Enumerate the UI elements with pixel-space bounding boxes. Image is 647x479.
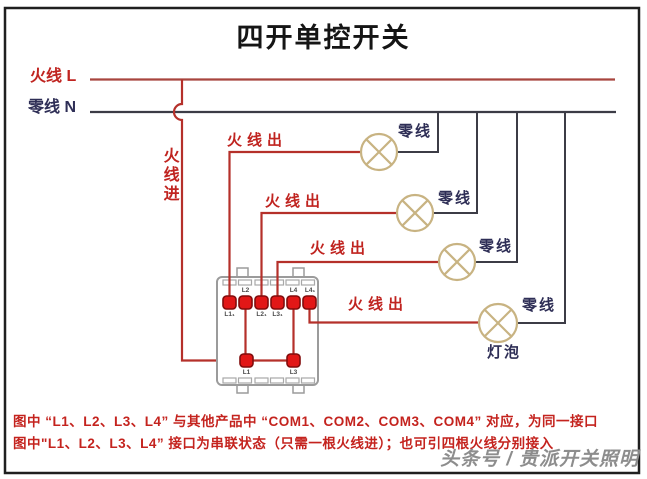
terminal-label-l3-1: L3₁ — [272, 310, 283, 318]
live-out-wire-2 — [260, 211, 397, 296]
neutral-bus-label: 零线 N — [28, 99, 77, 116]
lamp-2 — [395, 193, 435, 233]
live-bus-label: 火线 L — [30, 68, 77, 85]
lamp-cross-icon — [401, 199, 429, 227]
terminal-label-l1: L1 — [242, 368, 251, 376]
bulb-label: 灯泡 — [487, 344, 522, 361]
frame-border — [3, 6, 641, 475]
switch-box-body — [216, 276, 319, 386]
live-out-label-3: 火线出 — [310, 240, 371, 257]
neutral-wire-1 — [397, 112, 439, 153]
live-in-label: 火线进 — [160, 147, 178, 204]
terminal-label-l1-1: L1₁ — [224, 310, 235, 318]
live-out-wire-3 — [276, 260, 439, 296]
terminal-l4-1 — [302, 295, 317, 310]
terminal-l4 — [286, 295, 301, 310]
terminal-label-l2: L2 — [241, 287, 250, 294]
lamp-3 — [437, 242, 477, 282]
terminal-l2 — [238, 295, 253, 310]
live-in-wire — [172, 79, 241, 362]
terminal-l3-1 — [270, 295, 285, 310]
neutral-label-2: 零线 — [438, 190, 473, 207]
live-out-label-4: 火线出 — [348, 296, 409, 313]
lamp-cross-icon — [443, 248, 471, 276]
neutral-wire-4 — [517, 112, 566, 324]
neutral-wire-2 — [433, 112, 478, 214]
switch-bottom-slots — [222, 377, 316, 384]
lamp-1 — [359, 132, 399, 172]
terminal-l3 — [286, 353, 301, 368]
lamp-cross-icon — [365, 138, 393, 166]
terminal-l2-1 — [254, 295, 269, 310]
switch-box — [216, 267, 319, 394]
lamp-4 — [477, 302, 519, 344]
live-out-label-1: 火线出 — [227, 132, 288, 149]
watermark: 头条号 / 贵派开关照明 — [440, 449, 639, 470]
neutral-wire-3 — [475, 112, 518, 263]
neutral-label-1: 零线 — [398, 123, 433, 140]
live-out-wires — [228, 150, 479, 362]
neutral-label-3: 零线 — [479, 238, 514, 255]
lamp-cross-icon — [483, 308, 513, 338]
live-out-wire-1 — [228, 150, 361, 296]
page-title: 四开单控开关 — [236, 23, 411, 53]
footnote-line-2: 图中"L1、L2、L3、L4” 接口为串联状态（只需一根火线进）；也可引四根火线… — [13, 436, 554, 451]
terminal-l1-1 — [222, 295, 237, 310]
terminal-label-l2-1: L2₁ — [256, 310, 267, 318]
live-out-label-2: 火线出 — [265, 193, 326, 210]
footnote-line-1: 图中 “L1、L2、L3、L4” 与其他产品中 “COM1、COM2、COM3、… — [13, 414, 599, 429]
terminal-label-l3: L3 — [289, 368, 298, 376]
neutral-label-4: 零线 — [522, 297, 557, 314]
terminal-l1 — [239, 353, 254, 368]
terminal-label-l4: L4 — [289, 287, 298, 294]
live-out-wire-4 — [308, 309, 479, 324]
lamps — [359, 132, 519, 344]
terminal-label-l4-1: L4₁ — [304, 287, 316, 294]
switch-terminals — [222, 295, 317, 368]
